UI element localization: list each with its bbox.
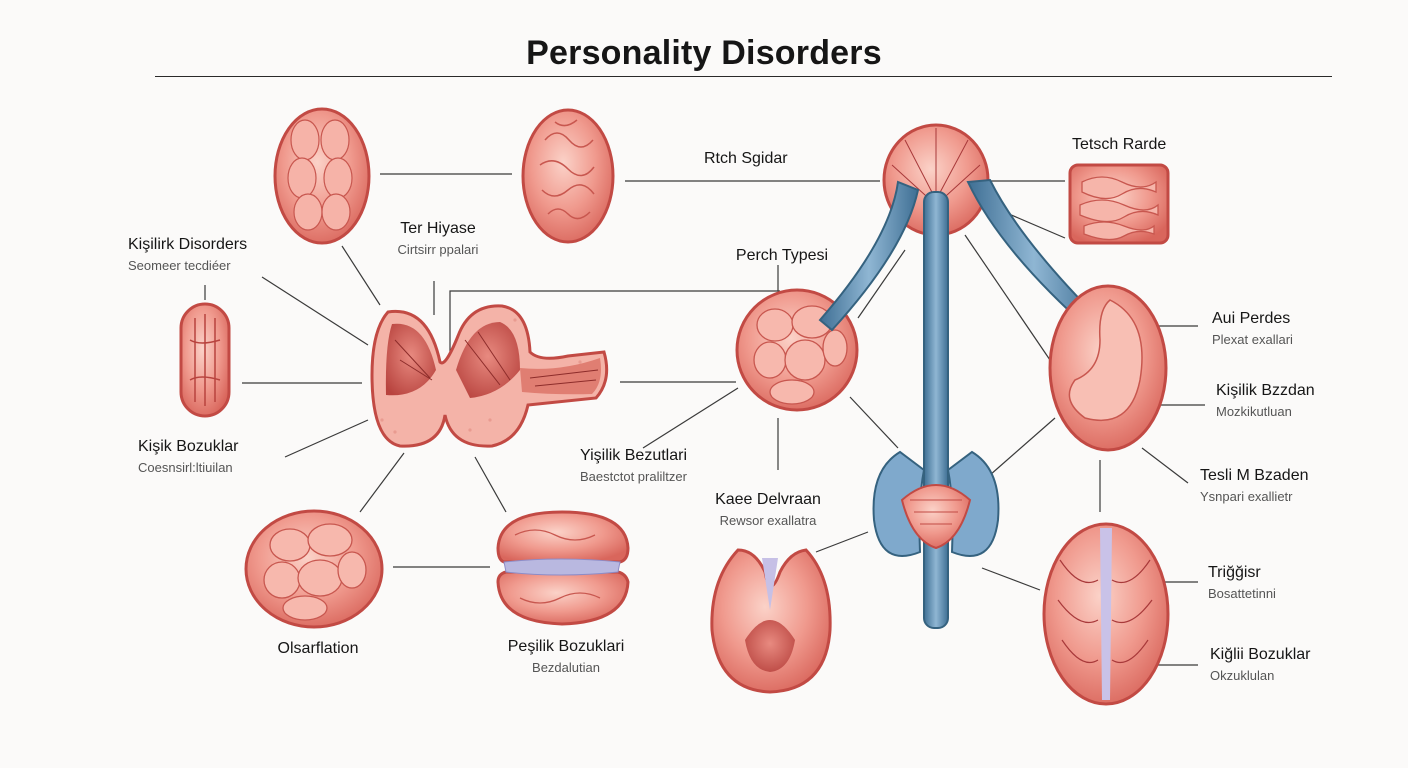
label-terch-rarde: Tetsch Rarde [1072,136,1166,154]
label-subtitle: Bezdalutian [532,660,600,675]
label-title: Kişik Bozuklar [138,438,239,455]
label-subtitle: Plexat exallari [1212,332,1293,347]
label-subtitle: Okzuklulan [1210,668,1275,683]
label-subtitle: Seomeer tecdiéer [128,258,231,273]
label-subtitle: Baestctot praliltzer [580,469,687,484]
label-title: Aui Perdes [1212,310,1291,327]
label-title: Perch Typesi [735,247,829,264]
label-kisilik-bzzdan: Kişilik Bzzdan Mozkikutluan [1216,382,1315,419]
label-rtch-sgidar: Rtch Sgidar [704,150,788,168]
organ-bottom-left [244,509,384,629]
label-title: Kişilik Bzzdan [1216,382,1315,399]
label-yisilik-bezutari: Yişilik Bezutlari Baestctot praliltzer [580,447,687,484]
title-rule [155,76,1332,77]
label-title: Kiğlii Bozuklar [1210,646,1311,663]
organ-central-lobed [370,304,609,448]
label-title: Olsarflation [277,640,359,657]
organ-bottom-center [710,548,832,694]
organ-top-middle [521,108,615,244]
label-kisik-bozuklar: Kişik Bozuklar Coesnsirl:ltiuilan [138,438,238,475]
organ-top-right [1068,163,1170,245]
organ-bottom-right [1042,522,1170,706]
label-title: Tetsch Rarde [1072,136,1167,153]
label-kisilik-disorders: Kişilirk Disorders Seomeer tecdiéer [128,236,247,273]
label-title: Kişilirk Disorders [128,236,248,253]
label-title: Yişilik Bezutlari [580,447,687,464]
label-subtitle: Coesnsirl:ltiuilan [138,460,233,475]
label-subtitle: Rewsor exallatra [719,513,817,528]
organ-left-small [179,302,231,418]
label-kilii-bozuklar: Kiğlii Bozuklar Okzuklulan [1210,646,1310,683]
label-title: Kaee Delvraan [715,491,821,508]
label-title: Peşilik Bozuklari [507,638,625,655]
label-title: Tesli M Bzaden [1200,467,1309,484]
label-subtitle: Bosattetinni [1208,586,1276,601]
diagram-title: Personality Disorders [526,34,882,72]
label-subtitle: Cirtsirr ppalari [397,242,479,257]
organ-top-left [273,107,371,245]
connector-lines [204,173,1205,666]
label-subtitle: Mozkikutluan [1216,404,1292,419]
label-tesli-m-bzaden: Tesli M Bzaden Ysnpari exallietr [1200,467,1309,504]
organ-bottom-split [496,510,630,626]
label-title: Rtch Sgidar [704,150,788,167]
label-kaee-delvraan: Kaee Delvraan Rewsor exallatra [715,491,821,528]
vascular-tree [818,123,1102,629]
label-triggisr: Triğğisr Bosattetinni [1208,564,1276,601]
label-pesilik-bozuklari: Peşilik Bozuklari Bezdalutian [508,638,624,675]
organ-right-oval [1048,284,1168,452]
label-olsarflation: Olsarflation [278,640,359,658]
label-title: Ter Hiyase [400,220,476,237]
label-ter-hiyase: Ter Hiyase Cirtsirr ppalari [398,220,479,257]
label-subtitle: Ysnpari exallietr [1200,489,1293,504]
label-aui-perdes: Aui Perdes Plexat exallari [1212,310,1293,347]
label-title: Triğğisr [1208,564,1261,581]
label-perch-types: Perch Typesi [736,247,828,265]
